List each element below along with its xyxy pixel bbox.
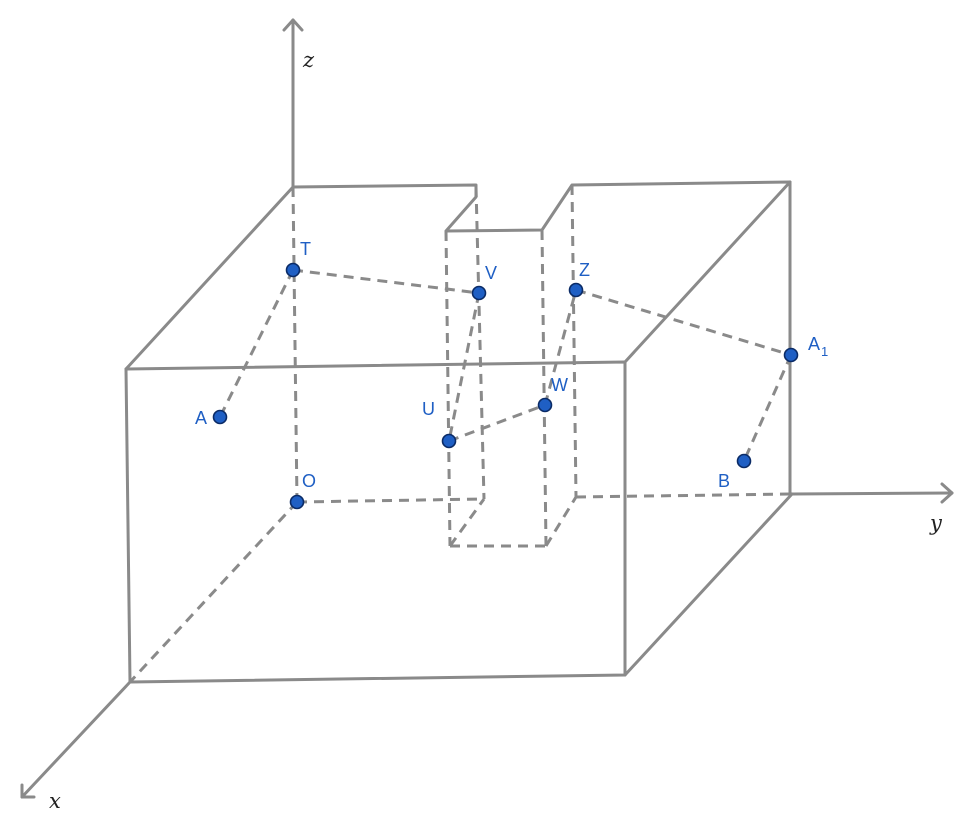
z-axis-label: z <box>302 48 315 72</box>
points: T V Z A1 A U W O B <box>195 239 828 510</box>
hidden-edge-slot-bottom-right <box>544 496 578 547</box>
point-T-label: T <box>300 239 311 259</box>
segment-A1-B <box>742 354 793 462</box>
point-O <box>289 494 305 510</box>
y-axis-label: y <box>929 511 943 535</box>
point-O-label: O <box>302 471 316 491</box>
top-outline <box>124 180 792 496</box>
point-U-label: U <box>422 399 435 419</box>
hidden-edge-slot-back-left <box>474 186 486 500</box>
hidden-edge-x-axis-inside <box>128 500 299 684</box>
x-axis-arrowhead <box>20 783 36 799</box>
point-A1 <box>783 347 799 363</box>
point-V <box>471 285 487 301</box>
hidden-edge-slot-front-right <box>540 229 548 547</box>
point-B <box>736 453 752 469</box>
z-axis-arrowhead <box>282 18 304 32</box>
hidden-edge-z-axis-inside <box>291 186 299 503</box>
point-V-label: V <box>485 263 497 283</box>
bottom-right-slope-edge <box>623 492 794 677</box>
segment-T-V <box>292 268 480 295</box>
point-T <box>285 262 301 278</box>
point-A1-label: A1 <box>808 334 828 359</box>
x-axis <box>20 680 132 799</box>
coordinate-axes: z y x <box>20 18 954 813</box>
point-A <box>212 409 228 425</box>
segment-U-W <box>448 403 546 443</box>
segment-V-U <box>447 292 481 442</box>
top-right-slope-edge <box>623 180 792 364</box>
point-B-label: B <box>718 471 730 491</box>
segment-Z-A1 <box>575 288 792 357</box>
hidden-edge-y-axis-inside <box>296 497 485 504</box>
segment-T-A <box>218 269 295 418</box>
x-axis-label: x <box>49 789 61 813</box>
hidden-edge-y-axis-right <box>575 492 793 499</box>
point-Z-label: Z <box>579 260 590 280</box>
y-axis-arrowhead <box>940 482 954 504</box>
hidden-lines <box>128 184 793 684</box>
point-W <box>537 397 553 413</box>
y-axis <box>790 491 954 496</box>
hidden-edge-slot-front-left <box>444 230 452 547</box>
segment-W-Z <box>543 289 578 406</box>
point-U <box>441 433 457 449</box>
point-A-label: A <box>195 408 207 428</box>
point-W-label: W <box>551 375 568 395</box>
hidden-edge-slot-bottom-left <box>448 498 486 547</box>
point-Z <box>568 282 584 298</box>
visible-edges <box>124 180 794 684</box>
hidden-edge-slot-back-right <box>570 184 578 498</box>
